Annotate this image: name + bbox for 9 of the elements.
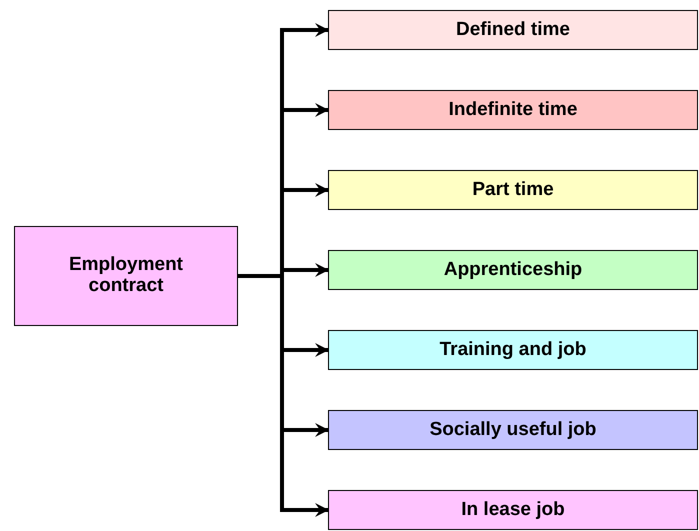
arrow <box>238 274 329 517</box>
category-box: In lease job <box>328 490 698 530</box>
category-box: Socially useful job <box>328 410 698 450</box>
root-box: Employment contract <box>14 226 238 326</box>
category-box: Indefinite time <box>328 90 698 130</box>
category-box: Training and job <box>328 330 698 370</box>
category-box: Part time <box>328 170 698 210</box>
category-box: Defined time <box>328 10 698 50</box>
category-box: Apprenticeship <box>328 250 698 290</box>
